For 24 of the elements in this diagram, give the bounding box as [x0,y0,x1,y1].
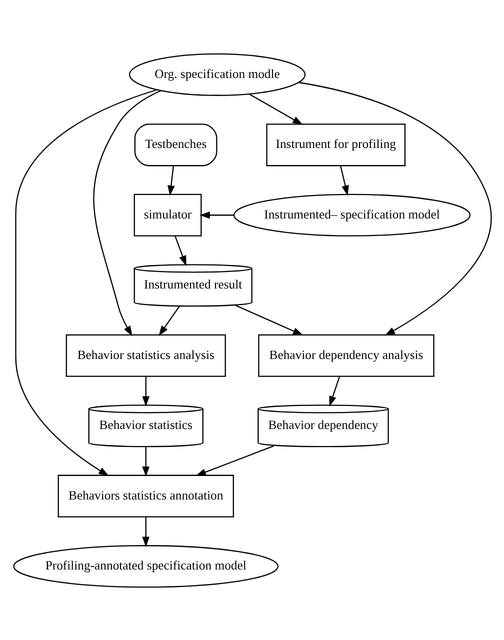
arrow [142,376,149,406]
node-ellipse: Profiling-annotated specification model [12,544,278,588]
arrow [14,88,156,476]
arrow [195,444,274,476]
node-box: Testbenches [134,123,217,166]
node-ellipse: Org. specification modle [128,52,306,96]
node-box: Behavior dependency analysis [258,334,434,376]
node-ellipse: Instrumented– specification model [232,193,470,236]
arrow [339,165,348,196]
node-box: Behaviors statistics annotation [57,474,234,517]
arrow [328,376,340,406]
arrow [158,305,180,336]
node-box: Behavior statistics analysis [65,334,226,376]
arrow [92,90,161,336]
node-box: Instrument for profiling [266,123,406,166]
arrow [174,235,186,266]
arrow [198,211,234,218]
arrow [167,165,174,196]
arrow [298,81,491,336]
arrow [235,304,303,335]
node-box: simulator [133,193,202,236]
arrow [142,446,149,476]
arrow [248,93,303,124]
arrow [142,516,149,547]
